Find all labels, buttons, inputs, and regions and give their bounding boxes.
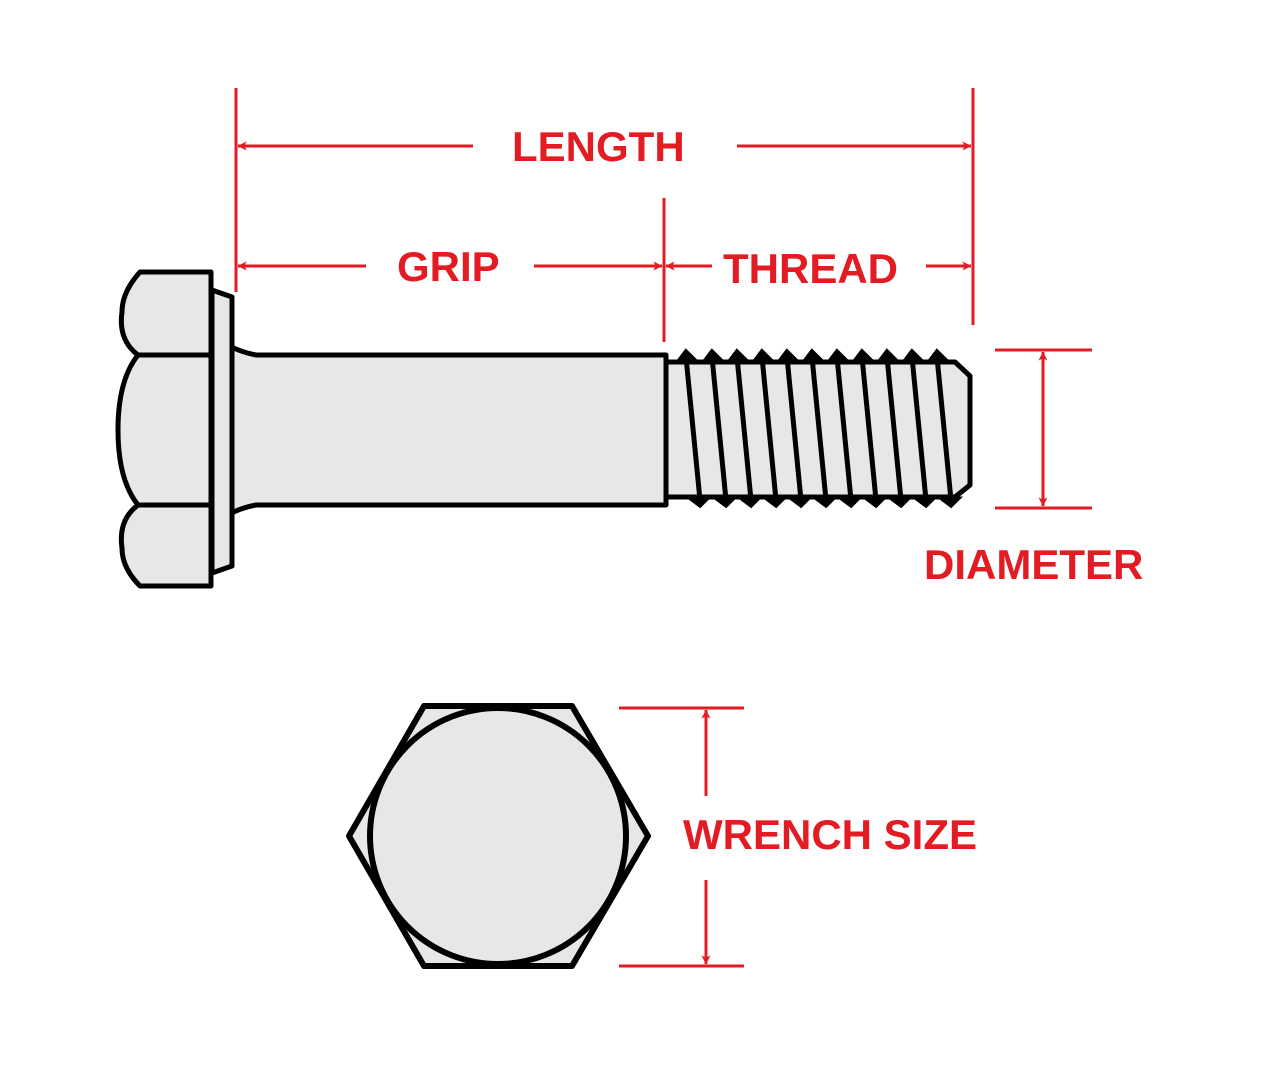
bolt-head-circle: [367, 705, 629, 967]
wrench-size-label: WRENCH SIZE: [683, 811, 977, 858]
bolt-top-view: [346, 703, 651, 969]
thread-label: THREAD: [723, 245, 898, 292]
length-label: LENGTH: [512, 123, 685, 170]
bolt-hex-head: [115, 269, 214, 589]
bolt-threads: [675, 348, 964, 509]
diameter-label: DIAMETER: [924, 541, 1144, 588]
bolt-shank: [225, 342, 669, 518]
grip-label: GRIP: [397, 243, 500, 290]
bolt-washer-face: [209, 287, 235, 576]
dimension-lines: [234, 88, 1092, 968]
